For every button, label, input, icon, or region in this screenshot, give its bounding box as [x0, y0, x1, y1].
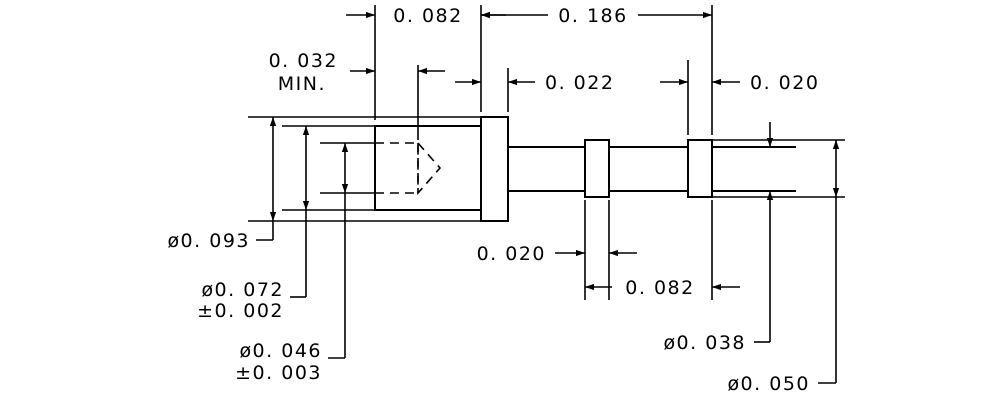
- part-outline: [374, 116, 796, 222]
- dim-top-width: 0. 082: [393, 5, 462, 27]
- pin-segment-1: [507, 146, 586, 192]
- dim-min-depth-note: MIN.: [278, 73, 326, 95]
- dim-tip-diameter: ø0. 050: [727, 373, 810, 395]
- hidden-drill-point: [417, 140, 442, 196]
- dim-pin-diameter: ø0. 038: [663, 332, 746, 354]
- collar: [480, 116, 509, 222]
- hidden-bore-lines: [375, 142, 418, 194]
- pin-segment-2: [608, 146, 689, 192]
- band-1: [584, 139, 610, 198]
- dim-hole-tolerance: ±0. 003: [235, 362, 322, 384]
- extension-lines: [248, 5, 845, 300]
- dim-min-depth: 0. 032: [269, 50, 338, 72]
- dim-bore-tolerance: ±0. 002: [197, 300, 284, 322]
- dimension-labels: 0. 082 0. 186 0. 032 MIN. 0. 022 0. 020 …: [167, 5, 819, 395]
- socket-body: [374, 125, 482, 211]
- dim-hole-diameter: ø0. 046: [239, 340, 322, 362]
- pin-tip: [711, 146, 796, 192]
- dim-band-spacing: 0. 082: [625, 277, 694, 299]
- dim-band-width: 0. 020: [477, 243, 546, 265]
- dim-outer-diameter: ø0. 093: [167, 230, 250, 252]
- dim-overall-length: 0. 186: [558, 5, 627, 27]
- band-2: [687, 139, 713, 198]
- dim-right-band: 0. 020: [750, 72, 819, 94]
- dim-collar-gap: 0. 022: [545, 72, 614, 94]
- dimension-lines: [256, 11, 840, 384]
- dim-bore-diameter: ø0. 072: [201, 279, 284, 301]
